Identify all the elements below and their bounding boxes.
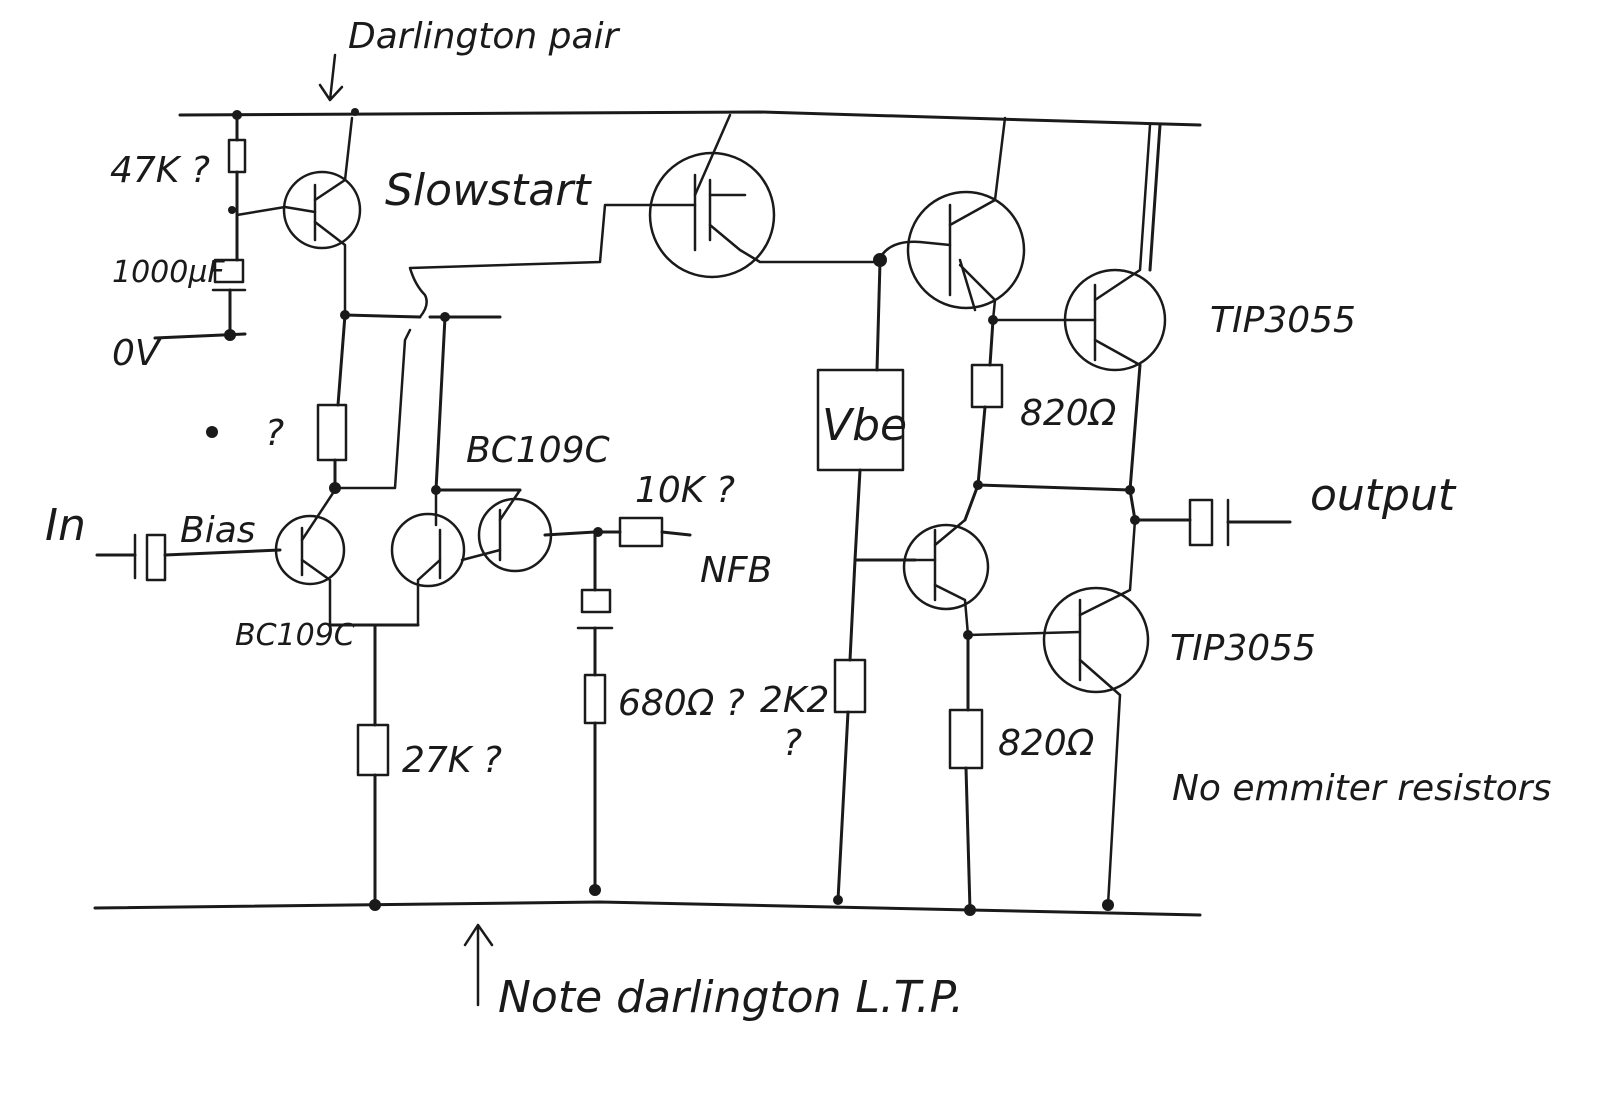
label-slowstart: Slowstart xyxy=(385,165,592,216)
label-bc109c-bottom: BC109C xyxy=(235,618,355,653)
lower-driver-transistor xyxy=(902,523,990,611)
label-nfb: NFB xyxy=(700,550,772,591)
resistor-2k2 xyxy=(833,658,867,714)
label-27k: 27K ? xyxy=(402,740,502,781)
label-47k: 47K ? xyxy=(110,150,210,191)
resistor-10k xyxy=(618,516,664,548)
label-10k: 10K ? xyxy=(635,470,735,511)
positive-rail xyxy=(178,110,1202,127)
note-arrow xyxy=(463,923,494,1007)
label-darlington-pair: Darlington pair xyxy=(348,16,621,57)
collector-resistor xyxy=(316,403,348,462)
resistor-820-lower xyxy=(948,708,984,770)
label-in: In xyxy=(45,500,86,551)
darlington-pair-arrow xyxy=(318,53,344,102)
resistor-680 xyxy=(583,673,607,725)
ltp-left-transistor xyxy=(274,514,346,586)
resistor-47k xyxy=(227,138,247,174)
ltp-right-transistor-a xyxy=(390,512,466,588)
label-tip3055-bottom: TIP3055 xyxy=(1170,628,1316,669)
label-820-bottom: 820Ω xyxy=(998,723,1095,764)
capacitor-1000uf xyxy=(213,258,245,284)
label-question-1: ? xyxy=(265,413,284,454)
darlington-driver-transistor xyxy=(648,151,776,279)
slowstart-transistor xyxy=(282,170,362,250)
label-bias: Bias xyxy=(180,510,256,551)
ground-rail xyxy=(93,900,1202,917)
resistor-27k xyxy=(356,723,390,777)
label-no-emitter-resistors: No emmiter resistors xyxy=(1172,768,1551,809)
input-capacitor xyxy=(145,533,167,582)
label-1000uf: 1000µF xyxy=(112,255,225,290)
label-question-2: ? xyxy=(783,723,802,764)
resistor-820-upper xyxy=(970,363,1004,409)
upper-driver-transistor xyxy=(906,190,1026,310)
nfb-capacitor xyxy=(580,588,612,614)
label-note: Note darlington L.T.P. xyxy=(498,972,964,1023)
ltp-right-transistor-b xyxy=(477,497,553,573)
label-vbe: Vbe xyxy=(822,400,907,451)
label-bc109c-top: BC109C xyxy=(466,430,611,471)
junction-dots xyxy=(206,108,1140,916)
label-0v: 0V xyxy=(112,333,162,374)
label-output: output xyxy=(1310,470,1457,521)
label-2k2: 2K2 xyxy=(760,680,829,721)
output-capacitor xyxy=(1188,498,1214,547)
label-680: 680Ω ? xyxy=(618,683,745,724)
tip3055-lower-transistor xyxy=(1042,586,1150,694)
label-820-top: 820Ω xyxy=(1020,393,1117,434)
label-tip3055-top: TIP3055 xyxy=(1210,300,1356,341)
